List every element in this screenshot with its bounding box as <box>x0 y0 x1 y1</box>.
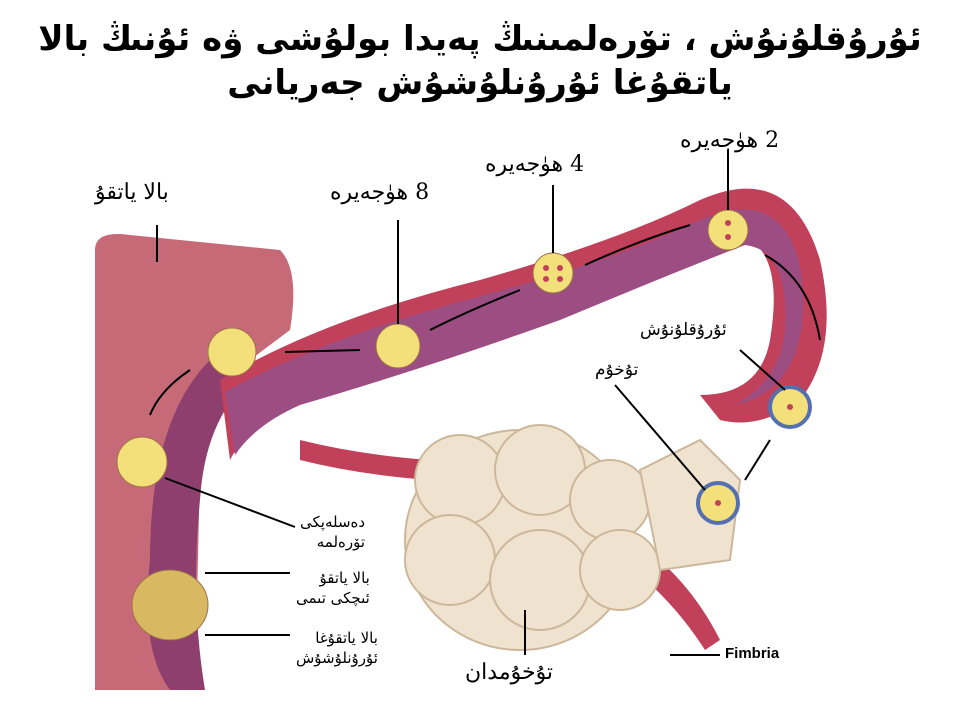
four-cell-stage <box>532 252 574 294</box>
ovary <box>404 424 742 651</box>
early-embryo <box>116 436 168 488</box>
fertilized-egg <box>768 385 812 429</box>
eight-cell-stage <box>375 323 421 369</box>
label-endometrium-1: بالا ياتقۇ <box>319 569 370 587</box>
two-cell-stage <box>707 209 749 251</box>
label-4-cells: 4 ھۈجەيرە <box>485 152 585 177</box>
label-implantation: بالا ياتقۇغا ئۇرۇنلۇشۇش <box>296 628 378 668</box>
label-8-cells: 8 ھۈجەيرە <box>330 180 430 205</box>
leader-lines <box>156 150 786 656</box>
egg-cell <box>696 481 740 525</box>
label-2-cells: 2 ھۈجەيرە <box>680 128 780 153</box>
label-egg: تۇخۇم <box>595 360 639 380</box>
morula <box>207 327 257 377</box>
label-fimbria: Fimbria <box>725 645 780 662</box>
label-fertilization: ئۇرۇقلۇنۇش <box>640 320 727 340</box>
implanted-blastocyst <box>131 569 209 641</box>
label-early-embryo-1: دەسلەپكى <box>300 513 366 531</box>
arrows <box>149 224 821 481</box>
label-ovary: تۇخۇمدان <box>465 660 554 685</box>
label-endometrium-2: ئىچكى تىمى <box>296 589 370 607</box>
label-uterus: بالا ياتقۇ <box>95 180 169 205</box>
label-early-embryo-2: تۆرەلمە <box>316 533 366 551</box>
tube-lumen <box>225 209 804 455</box>
label-endometrium: بالا ياتقۇ ئىچكى تىمى <box>296 568 370 608</box>
label-implantation-1: بالا ياتقۇغا <box>315 629 378 647</box>
ovarian-ligament <box>300 440 430 480</box>
title-line-2: ياتقۇغا ئۇرۇنلۇشۇش جەريانى <box>227 63 733 103</box>
title-line-1: ئۇرۇقلۇنۇش ، تۆرەلمىنىڭ پەيدا بولۇشى ۋە … <box>38 19 922 59</box>
label-early-embryo: دەسلەپكى تۆرەلمە <box>300 512 365 552</box>
label-implantation-2: ئۇرۇنلۇشۇش <box>296 649 378 667</box>
